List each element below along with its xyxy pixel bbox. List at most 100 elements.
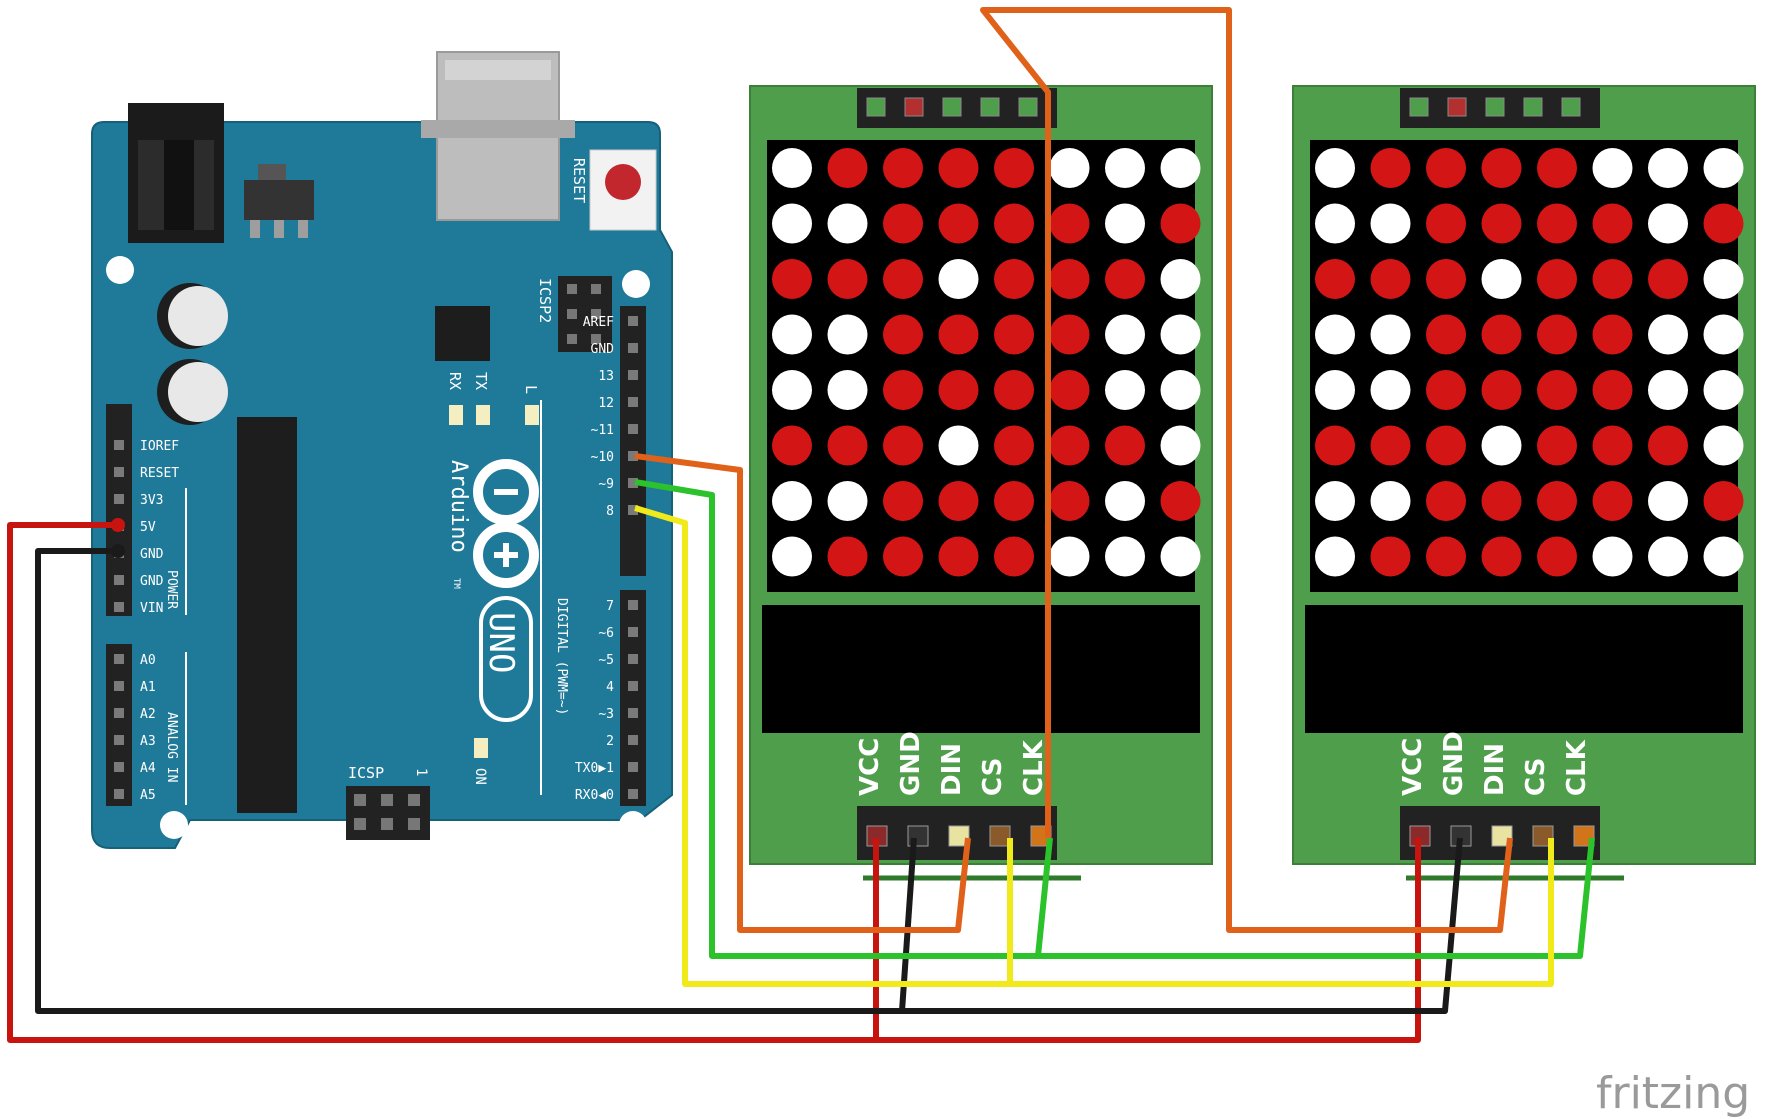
matrix-led	[1703, 425, 1744, 466]
digital-pin[interactable]	[628, 478, 638, 488]
wire-clk-branch[interactable]	[1035, 837, 1053, 957]
matrix-led	[1703, 259, 1744, 299]
output-pin[interactable]	[980, 97, 1000, 117]
module-pin-label: DIN	[937, 743, 967, 796]
matrix-led	[1592, 536, 1633, 577]
analog-pin[interactable]	[114, 735, 124, 745]
matrix-led	[1648, 148, 1688, 188]
icsp-label: ICSP	[348, 764, 384, 782]
analog-pin[interactable]	[114, 681, 124, 691]
analog-pin[interactable]	[114, 762, 124, 772]
digital-pin[interactable]	[628, 762, 638, 772]
output-pin[interactable]	[866, 97, 886, 117]
trademark-text: TM	[451, 578, 461, 589]
matrix-led	[1370, 536, 1411, 577]
matrix-led	[827, 148, 868, 188]
input-pin[interactable]	[948, 825, 970, 847]
input-pin[interactable]	[989, 825, 1011, 847]
wire-cs-pin10[interactable]	[634, 505, 1554, 987]
digital-pin[interactable]	[628, 708, 638, 718]
matrix-led	[1105, 203, 1145, 244]
digital-pin-label: ~5	[598, 653, 614, 668]
output-pin[interactable]	[904, 97, 924, 117]
module-pin-label: VCC	[1398, 738, 1428, 796]
reset-button[interactable]	[589, 149, 657, 231]
output-pin[interactable]	[1018, 97, 1038, 117]
matrix-led	[1703, 203, 1744, 244]
power-pin[interactable]	[114, 440, 124, 450]
digital-pin[interactable]	[628, 681, 638, 691]
matrix-led	[1049, 203, 1090, 244]
digital-pin-label: ~9	[598, 477, 614, 492]
matrix-led	[938, 425, 979, 466]
analog-pin[interactable]	[114, 654, 124, 664]
power-pin[interactable]	[114, 575, 124, 585]
icsp2-label: ICSP2	[536, 278, 554, 323]
matrix-led	[772, 259, 812, 299]
matrix-led	[1648, 370, 1688, 410]
matrix-led	[1049, 370, 1090, 410]
reset-label: RESET	[570, 158, 588, 203]
matrix-led	[1481, 425, 1522, 466]
module-pin-label: VCC	[855, 738, 885, 796]
power-pin[interactable]	[114, 494, 124, 504]
matrix-led	[1537, 425, 1577, 466]
analog-pin[interactable]	[114, 708, 124, 718]
output-pin[interactable]	[1485, 97, 1505, 117]
digital-pin[interactable]	[628, 451, 638, 461]
output-pin[interactable]	[1409, 97, 1429, 117]
power-pin[interactable]	[114, 467, 124, 477]
digital-pin[interactable]	[628, 397, 638, 407]
digital-pin[interactable]	[628, 343, 638, 353]
analog-pin[interactable]	[114, 789, 124, 799]
output-pin[interactable]	[1447, 97, 1467, 117]
matrix-led	[1049, 148, 1090, 188]
output-pin[interactable]	[1561, 97, 1581, 117]
wire-5v-vcc[interactable]	[7, 522, 1421, 1043]
matrix-led	[1315, 259, 1355, 299]
matrix-led	[1537, 148, 1577, 188]
icsp2-header	[558, 276, 612, 352]
digital-pin[interactable]	[628, 370, 638, 380]
digital-pin[interactable]	[628, 424, 638, 434]
power-pin[interactable]	[114, 602, 124, 612]
matrix-led	[1426, 370, 1466, 410]
digital-pin[interactable]	[628, 600, 638, 610]
digital-pin-label: 2	[606, 734, 614, 749]
rx-label: RX	[446, 372, 464, 390]
digital-pin-label: ~6	[598, 626, 614, 641]
digital-pin[interactable]	[628, 505, 638, 515]
matrix-led	[1592, 370, 1633, 410]
matrix-led	[1426, 203, 1466, 244]
output-pin[interactable]	[1523, 97, 1543, 117]
digital-pin[interactable]	[628, 654, 638, 664]
output-pin[interactable]	[942, 97, 962, 117]
max7219-chip	[1305, 605, 1743, 733]
matrix-led	[1648, 314, 1688, 355]
wire-dout-to-din2[interactable]	[980, 7, 1513, 933]
power-pin-label: VIN	[140, 601, 163, 616]
digital-pin[interactable]	[628, 316, 638, 326]
matrix-led	[1648, 259, 1688, 299]
digital-header-bottom	[620, 590, 646, 806]
digital-pin[interactable]	[628, 627, 638, 637]
usb-interface-chip	[435, 306, 490, 361]
wire-clk-pin11[interactable]	[634, 479, 1595, 959]
matrix-led	[883, 203, 923, 244]
digital-pin[interactable]	[628, 789, 638, 799]
matrix-led	[938, 148, 979, 188]
matrix-led	[1426, 259, 1466, 299]
matrix-led	[1481, 203, 1522, 244]
matrix-led	[1160, 536, 1201, 577]
matrix-led	[827, 314, 868, 355]
icsp-pin1-label: 1	[413, 768, 429, 776]
matrix-led	[827, 481, 868, 521]
matrix-led	[994, 425, 1034, 466]
digital-pin[interactable]	[628, 735, 638, 745]
wire-din-pin12[interactable]	[634, 453, 971, 933]
icsp-header	[346, 786, 430, 840]
rx-led	[449, 405, 463, 425]
matrix-led	[1648, 203, 1688, 244]
